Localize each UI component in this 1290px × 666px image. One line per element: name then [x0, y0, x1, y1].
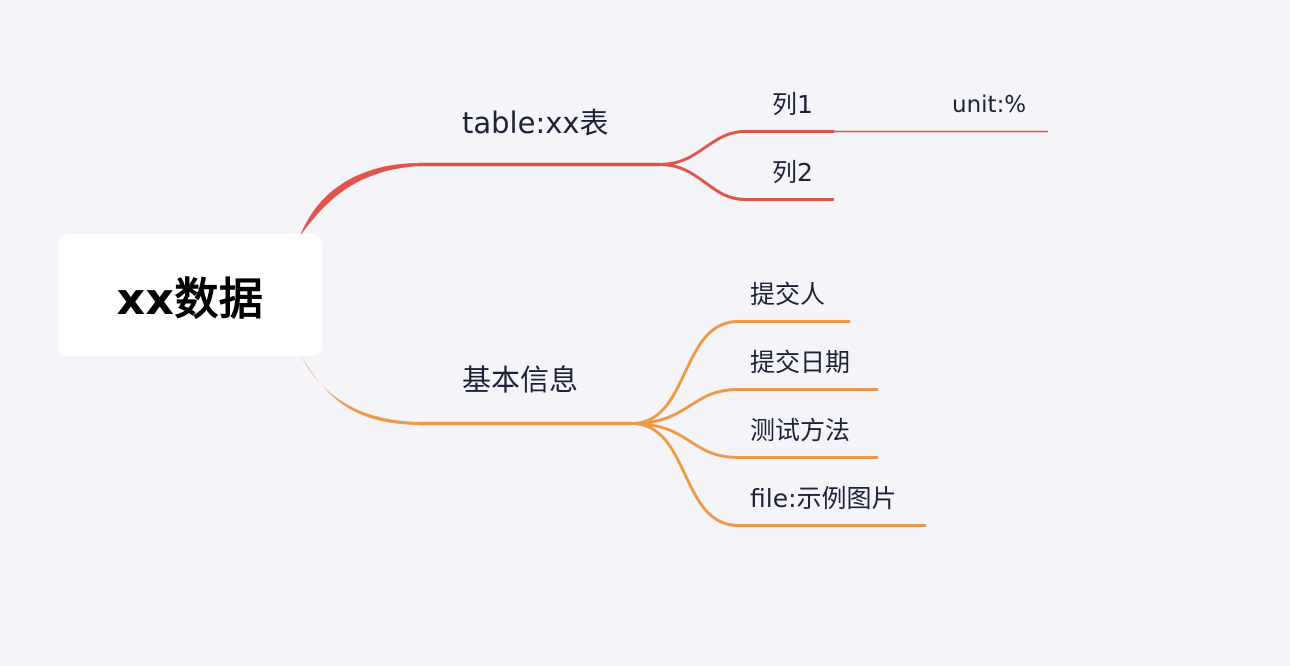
leaf-connector-sample-image: [631, 422, 926, 527]
branch-connector-basic-info: [300, 354, 420, 425]
leaf-node-submitter[interactable]: 提交人: [750, 280, 826, 309]
leaf-node-submit-date[interactable]: 提交日期: [750, 348, 851, 377]
leaf-node-sample-image[interactable]: file:示例图片: [750, 484, 897, 513]
leaf-connector-submit-date: [631, 388, 878, 425]
leaf-note-unit[interactable]: unit:%: [952, 92, 1027, 118]
branch-node-basic-info[interactable]: 基本信息: [462, 363, 579, 397]
leaf-connector-test-method: [631, 422, 878, 459]
root-node-label: xx数据: [116, 274, 264, 325]
branch-connector-table: [300, 163, 420, 236]
leaf-node-test-method[interactable]: 测试方法: [750, 416, 851, 445]
leaf-node-col2[interactable]: 列2: [772, 158, 813, 187]
leaf-connector-submitter: [631, 320, 850, 425]
branch-node-table[interactable]: table:xx表: [462, 106, 609, 140]
leaf-node-col1[interactable]: 列1: [772, 90, 813, 119]
leaf-connector-col1: [659, 130, 834, 166]
leaf-connector-col2: [659, 163, 834, 201]
root-node[interactable]: xx数据: [58, 234, 322, 356]
